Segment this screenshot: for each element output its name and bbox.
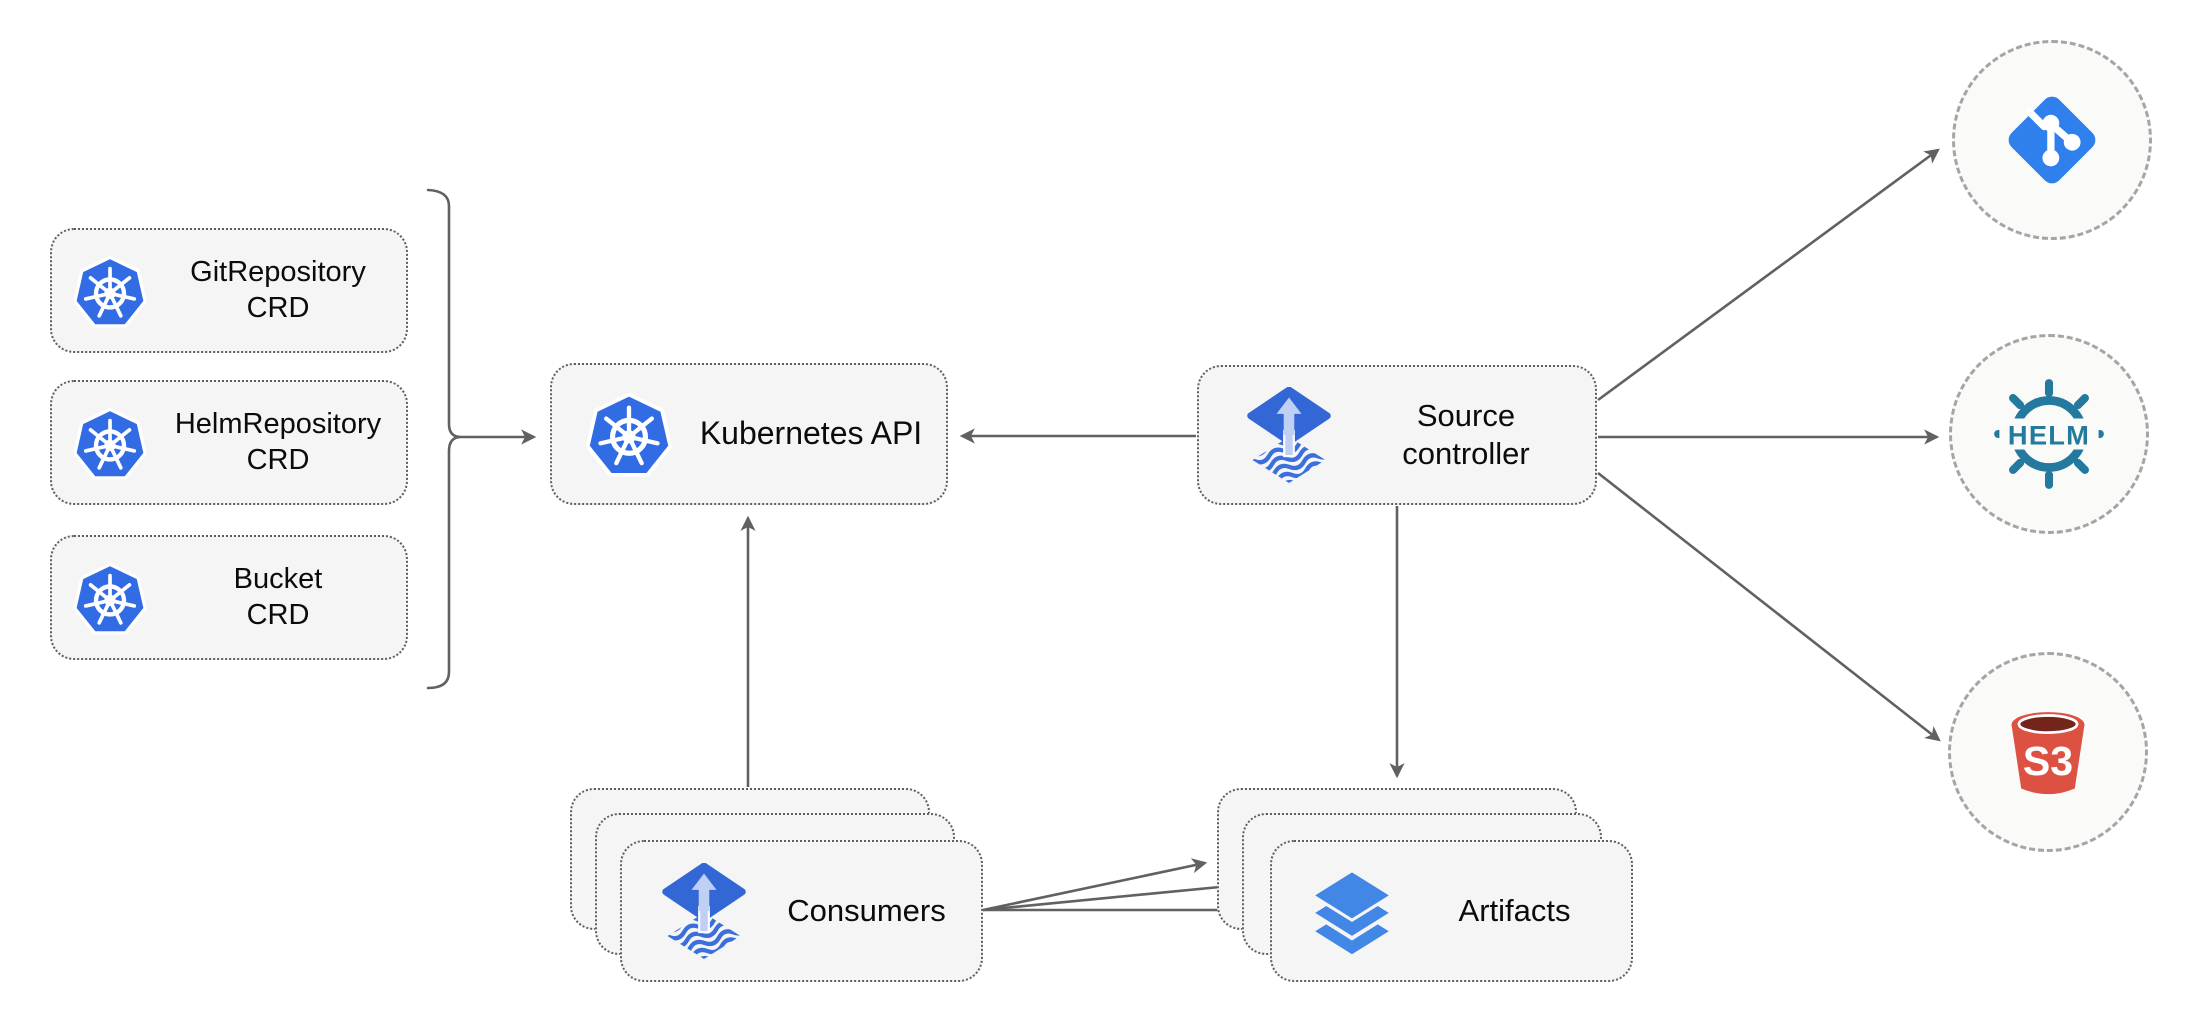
kubernetes-icon <box>585 392 673 477</box>
artifacts-label: Artifacts <box>1458 893 1571 929</box>
arrow-consumers-to-artifacts-1 <box>982 858 1208 912</box>
kubernetes-icon <box>73 562 147 634</box>
flux-icon-slot <box>656 863 752 959</box>
crd-name: HelmRepository <box>174 408 382 441</box>
consumers-label: Consumers <box>787 893 946 929</box>
kubernetes-icon-slot <box>70 403 150 483</box>
crd-name: Bucket <box>233 563 323 596</box>
arrow-consumers-to-artifacts-2 <box>982 879 1233 912</box>
crd-type: CRD <box>246 291 310 324</box>
crd-type: CRD <box>246 443 310 476</box>
arrow-source-to-s3 <box>1597 471 1941 742</box>
s3-text: S3 <box>2023 738 2073 784</box>
source-controller-label: Source controller <box>1337 397 1595 473</box>
flux-source-controller-icon <box>1247 387 1331 483</box>
crd-name: GitRepository <box>190 256 366 289</box>
kubernetes-api-label: Kubernetes API <box>699 415 923 452</box>
curly-brace <box>426 188 462 690</box>
crd-type: CRD <box>246 598 310 631</box>
flux-source-controller-icon <box>662 863 746 959</box>
arrow-source-to-git <box>1597 148 1940 402</box>
node-source-controller: Source controller <box>1197 365 1597 505</box>
helm-text: HELM <box>2008 420 2090 451</box>
kubernetes-icon-slot <box>70 558 150 638</box>
helm-icon: HELM <box>1994 379 2104 489</box>
external-helm-source: HELM <box>1949 334 2149 534</box>
node-artifacts: Artifacts <box>1270 840 1633 982</box>
kubernetes-icon-slot <box>70 251 150 331</box>
source-controller-text: Source controller <box>1402 398 1530 471</box>
kubernetes-icon-slot <box>582 387 676 481</box>
flux-icon-slot <box>1241 387 1337 483</box>
kubernetes-icon <box>73 407 147 479</box>
kubernetes-icon <box>73 255 147 327</box>
external-git-source <box>1952 40 2152 240</box>
node-kubernetes-api: Kubernetes API <box>550 363 948 505</box>
git-icon <box>2008 96 2096 184</box>
layers-icon <box>1306 865 1398 957</box>
node-consumers: Consumers <box>620 840 983 982</box>
external-s3-source: S3 <box>1948 652 2148 852</box>
s3-bucket-icon: S3 <box>2011 712 2085 795</box>
